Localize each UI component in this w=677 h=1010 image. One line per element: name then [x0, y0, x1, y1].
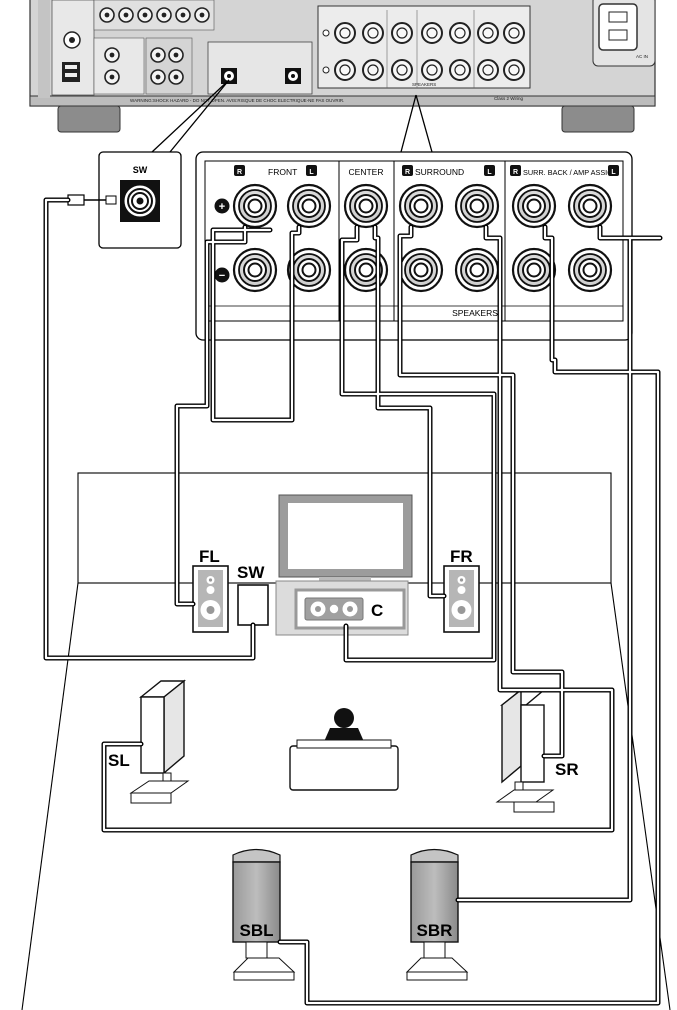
surround-right-speaker: SR [495, 688, 579, 813]
minus-symbol-icon [214, 267, 230, 283]
receiver-warning-text: WARNING:SHOCK HAZARD - DO NOT OPEN. AVIS… [130, 98, 344, 103]
front-left-speaker: FL [192, 547, 229, 633]
binding-post [567, 183, 613, 229]
receiver-ac-label: AC IN [636, 54, 648, 59]
receiver-foot-left [57, 105, 121, 133]
binding-post [454, 247, 500, 293]
speakers-label: SPEAKERS [452, 308, 498, 318]
subwoofer-callout-label: SW [133, 165, 148, 175]
binding-post [232, 247, 278, 293]
surround-label: SURROUND [415, 167, 464, 177]
center-label: CENTER [349, 167, 384, 177]
surround-right-marker: R [405, 169, 410, 176]
surrback-right-marker: R [513, 169, 518, 176]
label-sw: SW [237, 563, 265, 582]
binding-post [286, 247, 332, 293]
label-sr: SR [555, 760, 579, 779]
listener [289, 708, 399, 791]
binding-post [511, 183, 557, 229]
binding-post [232, 183, 278, 229]
front-label: FRONT [268, 167, 297, 177]
surround-left-marker: L [487, 169, 492, 176]
surr-back-label: SURR. BACK / AMP ASSIGN [523, 168, 618, 177]
binding-post [398, 247, 444, 293]
binding-post [286, 183, 332, 229]
receiver-foot-right [561, 105, 635, 133]
label-sl: SL [108, 751, 130, 770]
binding-post [343, 247, 389, 293]
subwoofer-callout: SW [67, 151, 182, 249]
surround-back-left-speaker: SBL [232, 848, 296, 981]
receiver-speakers-small-label: SPEAKERS [412, 82, 436, 87]
receiver-rear-panel: SPEAKERS Class 2 Wiring WARNING:SHOCK HA… [29, 0, 656, 133]
surround-back-right-speaker: SBR [405, 848, 469, 981]
binding-posts [232, 183, 613, 293]
front-right-marker: R [237, 169, 242, 176]
label-fl: FL [199, 547, 220, 566]
binding-post [398, 183, 444, 229]
binding-post [511, 247, 557, 293]
binding-post [343, 183, 389, 229]
subwoofer: SW [237, 563, 269, 626]
label-sbl: SBL [240, 921, 274, 940]
plus-symbol-icon [214, 198, 230, 214]
label-fr: FR [450, 547, 473, 566]
front-right-speaker: FR [443, 547, 480, 633]
front-left-marker: L [309, 169, 314, 176]
svg-text:−: − [219, 270, 225, 282]
callout-lines [151, 79, 433, 153]
label-c: C [371, 601, 383, 620]
surrback-left-marker: L [611, 169, 616, 176]
surround-left-speaker: SL [108, 679, 190, 804]
cables [43, 197, 663, 1006]
center-speaker: C [294, 588, 406, 630]
label-sbr: SBR [417, 921, 453, 940]
svg-text:+: + [219, 201, 225, 213]
binding-post [567, 247, 613, 293]
speaker-terminal-panel: R FRONT L CENTER R SURROUND L R SURR. BA… [195, 151, 633, 341]
binding-post [454, 183, 500, 229]
receiver-wiring-label: Class 2 Wiring [494, 96, 524, 101]
ac-inlet [598, 3, 638, 51]
